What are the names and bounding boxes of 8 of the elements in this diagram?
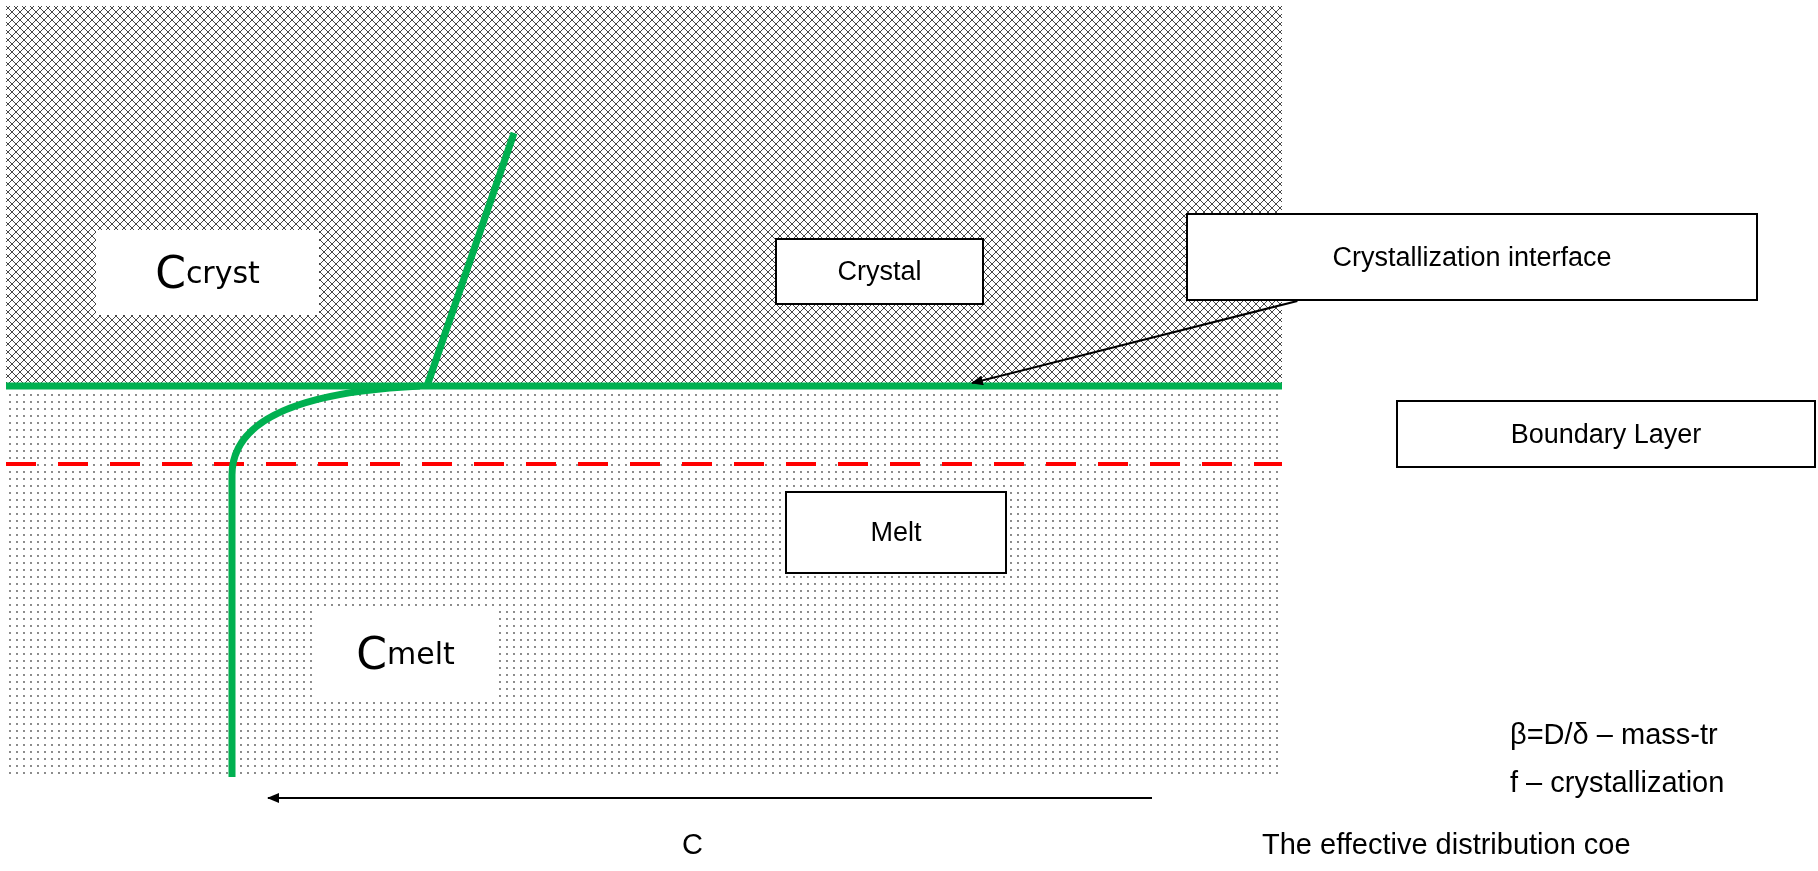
label-box: Crystallization interface	[1186, 213, 1758, 301]
label-box: Crystal	[775, 238, 984, 305]
definition-note: β=D/δ – mass-tr	[1510, 718, 1718, 751]
definition-note: f – crystallization	[1510, 766, 1725, 799]
axis-label: C	[682, 828, 703, 861]
label-box: Boundary Layer	[1396, 400, 1816, 468]
note-text: The effective distribution coe	[1262, 828, 1631, 861]
label-box: Melt	[785, 491, 1007, 574]
